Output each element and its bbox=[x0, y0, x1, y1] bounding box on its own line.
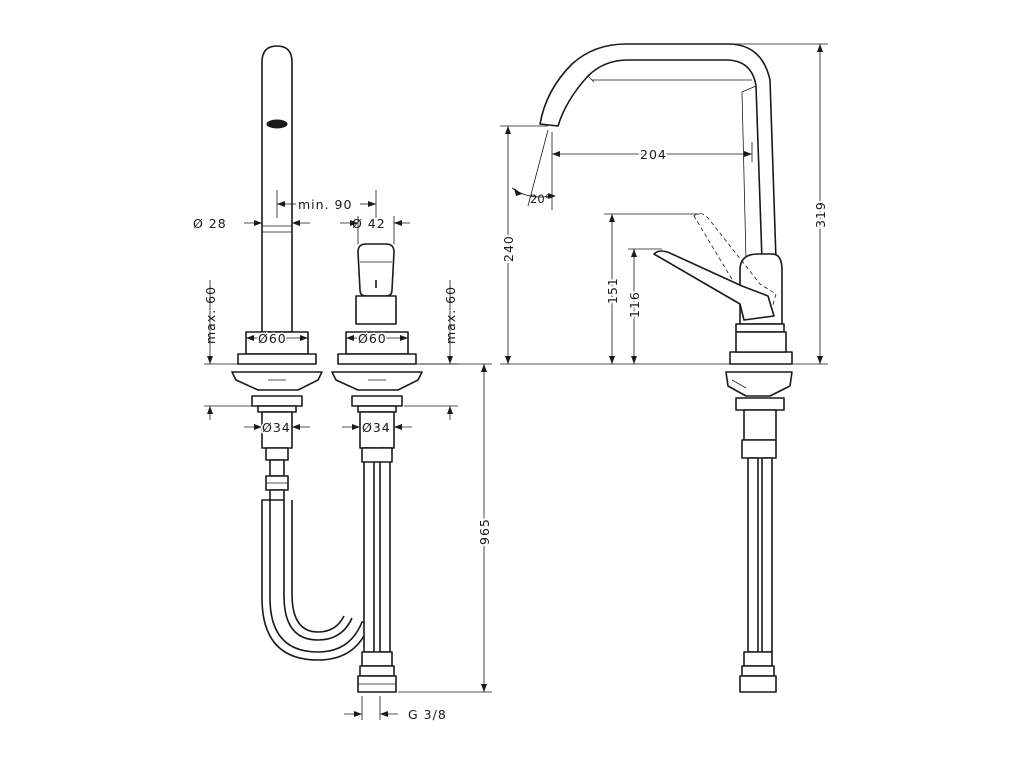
spout-fixing-nut bbox=[251, 395, 303, 407]
total-length-label: 965 bbox=[477, 518, 492, 545]
supply-hose-fitting bbox=[361, 651, 393, 667]
mixer-hose-left bbox=[747, 457, 759, 653]
spout-deck-flange bbox=[231, 371, 323, 391]
flexible-hose-inner bbox=[283, 500, 353, 641]
spout-bend-line bbox=[587, 75, 595, 83]
spout-shank-tip bbox=[265, 447, 289, 461]
spout-fixing-washer bbox=[257, 405, 297, 413]
handle-diameter-label: Ø 42 bbox=[352, 216, 386, 231]
mixer-deck-flange bbox=[725, 371, 793, 397]
spout-shank bbox=[261, 411, 293, 449]
spout-hose-fitting bbox=[269, 489, 285, 501]
mixer-hose-right bbox=[761, 457, 773, 653]
mixer-nut-bottom bbox=[739, 675, 777, 693]
spout-inner-vertical bbox=[741, 91, 747, 261]
base-diameter-left-label: Ø60 bbox=[258, 331, 287, 346]
total-height-label: 319 bbox=[813, 201, 828, 228]
left-dimensions: Ø 28 min. 90 Ø 42 Ø60 Ø60 max. bbox=[193, 190, 494, 722]
spout-base-ring bbox=[237, 353, 317, 365]
spout-aerator bbox=[266, 119, 288, 129]
lever-height-max-label: 151 bbox=[605, 277, 620, 304]
supply-hose-collar bbox=[361, 447, 393, 463]
supply-nut-top bbox=[359, 665, 395, 677]
mixer-collar bbox=[735, 323, 785, 333]
spout-unit-side-view bbox=[231, 45, 371, 661]
valve-deck-flange bbox=[331, 371, 423, 391]
spout-reach-label: 204 bbox=[640, 147, 667, 162]
spout-height-label: 240 bbox=[501, 235, 516, 262]
thread-size-label: G 3/8 bbox=[408, 707, 447, 722]
right-dimensions: 319 240 204 20° 151 116 bbox=[499, 43, 830, 365]
spout-tube bbox=[261, 45, 293, 333]
base-diameter-right-label: Ø60 bbox=[358, 331, 387, 346]
spout-connector bbox=[269, 459, 285, 477]
valve-base-ring bbox=[337, 353, 417, 365]
mixer-base-neck bbox=[735, 331, 787, 353]
valve-handle bbox=[357, 243, 395, 297]
mixer-shank-collar bbox=[741, 439, 777, 459]
valve-shank bbox=[359, 411, 395, 449]
flexible-hose-outer bbox=[291, 500, 345, 633]
spout-angle-label: 20° bbox=[530, 192, 550, 206]
max-thickness-right-label: max. 60 bbox=[443, 286, 458, 344]
lever-height-label: 116 bbox=[627, 291, 642, 318]
faucet-front-view bbox=[539, 43, 793, 693]
mixer-lever bbox=[653, 250, 775, 321]
spout-bend-line bbox=[741, 85, 757, 93]
spout-diameter-label: Ø 28 bbox=[193, 216, 227, 231]
supply-hose-right bbox=[379, 447, 391, 653]
flexible-hose bbox=[261, 499, 371, 661]
hole-diameter-right-label: Ø34 bbox=[362, 420, 391, 435]
valve-unit-side-view bbox=[331, 243, 423, 693]
valve-body bbox=[355, 295, 397, 325]
valve-fixing-nut bbox=[351, 395, 403, 407]
mixer-fixing-nut bbox=[735, 397, 785, 411]
min-distance-label: min. 90 bbox=[298, 197, 352, 212]
valve-fixing-washer bbox=[357, 405, 397, 413]
mixer-hose-fitting bbox=[743, 651, 773, 667]
mixer-base-ring bbox=[729, 351, 793, 365]
hole-diameter-left-label: Ø34 bbox=[262, 420, 291, 435]
mixer-shank bbox=[743, 409, 777, 441]
supply-hose-left bbox=[363, 447, 375, 653]
max-thickness-left-label: max. 60 bbox=[203, 286, 218, 344]
mixer-flange-detail bbox=[731, 379, 747, 389]
mixer-nut-top bbox=[741, 665, 775, 677]
